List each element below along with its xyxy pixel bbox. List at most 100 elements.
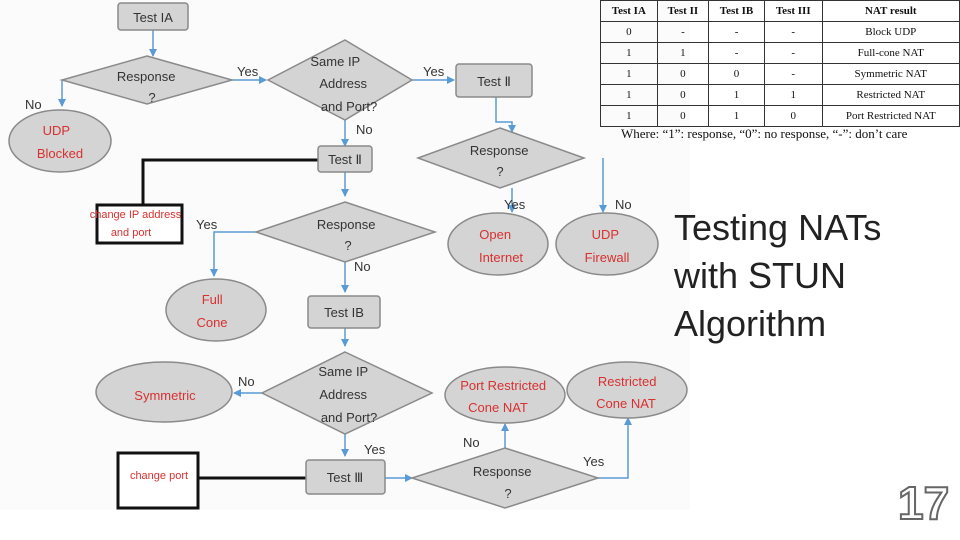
result-udp-blocked-line-1: UDP	[43, 123, 70, 138]
node-test-ii-mid-label: Test Ⅱ	[328, 152, 362, 167]
table-header-nat-result: NAT result	[821, 0, 960, 22]
result-restricted	[566, 361, 688, 419]
note-leaders	[141, 158, 318, 480]
decision-same-ip-2	[260, 351, 434, 435]
result-symmetric-label: Symmetric	[134, 388, 196, 403]
edge-label-yes-1: Yes	[237, 64, 259, 79]
edge-label-yes-2: Yes	[423, 64, 445, 79]
notes: change IP address and port change port	[90, 203, 200, 510]
table-cell: 1	[600, 105, 658, 127]
edge-label-yes-3: Yes	[504, 197, 526, 212]
decision-response-4	[409, 447, 601, 509]
result-port-restricted-line-2: Cone NAT	[468, 400, 528, 415]
edge-label-no-1: No	[25, 97, 42, 112]
node-test-ib	[307, 295, 381, 329]
result-udp-firewall-line-2: Firewall	[585, 250, 630, 265]
table-header-row: Test IA Test II Test IB Test III NAT res…	[600, 0, 960, 22]
table-row: 1 0 1 1 Restricted NAT	[600, 84, 960, 106]
decision-response-4-label: Response ?	[473, 464, 535, 501]
arrow-response4-restricted	[598, 417, 632, 479]
decision-response-2-line-1: Response	[317, 217, 376, 232]
edge-label-no-5: No	[238, 374, 255, 389]
table-cell: Symmetric NAT	[821, 63, 960, 85]
note-change-ip-line-2: and port	[111, 227, 151, 239]
nat-result-table: Test IA Test II Test IB Test III NAT res…	[600, 0, 960, 127]
decision-response-1-line-2: ?	[148, 90, 155, 105]
edge-label-no-2: No	[356, 122, 373, 137]
table-header-test-ib: Test IB	[708, 0, 765, 22]
result-full-cone	[165, 278, 267, 342]
table-cell: 0	[656, 63, 710, 85]
edge-label-yes-4: Yes	[196, 217, 218, 232]
result-open-internet-label: Open Internet	[479, 227, 523, 265]
table-row: 1 0 0 - Symmetric NAT	[600, 63, 960, 85]
decision-same-ip-2-line-3: and Port?	[321, 410, 377, 425]
note-change-port-label: change port	[130, 470, 188, 482]
decision-response-2-label: Response ?	[317, 217, 379, 253]
note-change-ip-line-1: change IP address	[90, 209, 182, 221]
arrow-testii-response3	[495, 97, 516, 133]
decision-response-3-line-2: ?	[496, 164, 503, 179]
decision-same-ip-1-label: Same IP Address and Port?	[310, 54, 377, 114]
table-row: 1 0 1 0 Port Restricted NAT	[600, 105, 960, 127]
slide-title-line-1: Testing NATs	[674, 207, 882, 248]
decision-response-1-label: Response ?	[117, 69, 179, 105]
result-port-restricted-line-1: Port Restricted	[460, 378, 546, 393]
decision-same-ip-2-line-1: Same IP	[318, 364, 368, 379]
edge-label-yes-5: Yes	[364, 442, 386, 457]
table-row: 0 - - - Block UDP	[600, 21, 960, 43]
table-cell: -	[763, 21, 823, 43]
decision-response-2	[253, 201, 438, 263]
result-port-restricted-label: Port Restricted Cone NAT	[460, 378, 550, 415]
decision-response-3-line-1: Response	[470, 143, 529, 158]
node-test-ia-label: Test IA	[133, 10, 173, 25]
edge-label-no-6: No	[463, 435, 480, 450]
node-test-ii-mid	[317, 145, 373, 173]
edge-labels: No Yes Yes No Yes No Yes No No Yes No Ye…	[25, 64, 632, 469]
decision-response-4-line-2: ?	[504, 486, 511, 501]
table-cell: -	[763, 63, 823, 85]
table-header-test-ii: Test II	[656, 0, 710, 22]
result-open-internet-line-2: Internet	[479, 250, 523, 265]
node-test-ib-label: Test IB	[324, 305, 364, 320]
result-nodes: UDP Blocked Open Internet UDP Firewall F…	[8, 109, 688, 424]
result-port-restricted	[444, 366, 566, 424]
decision-nodes: Response ? Same IP Address and Port? Res…	[59, 39, 601, 509]
table-cell: -	[708, 42, 765, 64]
result-udp-firewall-label: UDP Firewall	[585, 227, 630, 265]
decision-response-1	[59, 55, 235, 105]
result-full-cone-label: Full Cone	[196, 292, 227, 330]
decision-same-ip-2-label: Same IP Address and Port?	[318, 364, 377, 425]
node-test-ia	[117, 2, 189, 31]
table-cell: 0	[600, 21, 658, 43]
result-full-cone-line-1: Full	[202, 292, 223, 307]
decision-response-4-line-1: Response	[473, 464, 532, 479]
decision-response-3	[415, 127, 587, 189]
table-cell: 1	[708, 84, 765, 106]
table-cell: 0	[708, 63, 765, 85]
decision-same-ip-2-line-2: Address	[319, 387, 367, 402]
table-cell: 1	[600, 63, 658, 85]
slide-title-line-2: with STUN	[674, 255, 847, 296]
table-row: 1 1 - - Full-cone NAT	[600, 42, 960, 64]
table-cell: Full-cone NAT	[821, 42, 960, 64]
decision-response-1-line-1: Response	[117, 69, 176, 84]
decision-response-2-line-2: ?	[344, 238, 351, 253]
table-cell: -	[656, 21, 710, 43]
table-cell: -	[763, 42, 823, 64]
table-cell: 0	[656, 84, 710, 106]
result-open-internet	[447, 212, 549, 276]
note-change-port-box	[116, 451, 200, 510]
result-restricted-line-1: Restricted	[598, 374, 657, 389]
table-cell: 1	[600, 42, 658, 64]
node-test-iii	[305, 459, 386, 495]
decision-same-ip-1-line-2: Address	[319, 76, 367, 91]
table-cell: 1	[656, 42, 710, 64]
result-restricted-label: Restricted Cone NAT	[596, 374, 660, 411]
table-cell: -	[708, 21, 765, 43]
result-udp-blocked	[8, 109, 112, 173]
node-test-ii-top-label: Test Ⅱ	[477, 74, 511, 89]
arrow-response2-fullcone	[210, 231, 256, 277]
result-udp-firewall-line-1: UDP	[592, 227, 619, 242]
